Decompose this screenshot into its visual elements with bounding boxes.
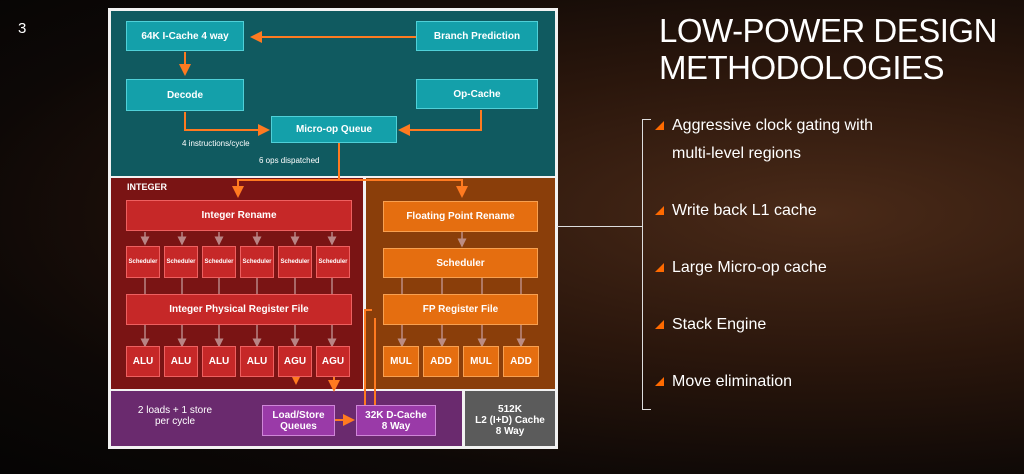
bullet-text: Large Micro-op cache [672, 259, 827, 276]
slide-title: LOW-POWER DESIGN METHODOLOGIES [659, 12, 997, 86]
bullet-triangle-icon [655, 377, 664, 386]
decode-block: Decode [126, 79, 244, 111]
op-cache-block: Op-Cache [416, 79, 538, 109]
core-block-diagram: 64K I-Cache 4 way Branch Prediction Deco… [108, 8, 558, 449]
bullet-text: Stack Engine [672, 316, 767, 333]
bullet-text: Move elimination [672, 373, 793, 390]
integer-scheduler-1: Scheduler [126, 246, 160, 278]
diagram-arrows [140, 31, 526, 426]
bullet-move-elimination: Move elimination [655, 368, 792, 396]
integer-scheduler-2: Scheduler [164, 246, 198, 278]
l2-region [465, 391, 555, 446]
l2-cache-block: 512K L2 (I+D) Cache 8 Way [465, 400, 555, 440]
dcache-line2: 8 Way [381, 420, 411, 432]
fp-add-unit-1: ADD [423, 346, 459, 377]
loads-stores-note-line2: per cycle [154, 416, 195, 427]
l2-line3: 8 Way [495, 425, 525, 437]
fp-add-unit-2: ADD [503, 346, 539, 377]
bullet-triangle-icon [655, 263, 664, 272]
arrow-uopq-to-integer [232, 142, 340, 198]
arrow-decode-to-uopq [184, 112, 270, 136]
loads-stores-note-line1: 2 loads + 1 store [137, 405, 213, 416]
fp-rename-block: Floating Point Rename [383, 201, 538, 232]
agu-unit-2: AGU [316, 346, 350, 377]
instructions-per-cycle-note: 4 instructions/cycle [182, 139, 250, 148]
l2-line2: L2 (I+D) Cache [475, 414, 545, 426]
fp-mul-unit-2: MUL [463, 346, 499, 377]
alu-unit-4: ALU [240, 346, 274, 377]
fp-register-file-block: FP Register File [383, 294, 538, 325]
l2-line1: 512K [498, 403, 522, 415]
load-store-queues-block: Load/Store Queues [262, 405, 335, 436]
micro-op-queue-block: Micro-op Queue [271, 116, 397, 143]
bracket-connector [557, 226, 643, 227]
integer-label: INTEGER [127, 182, 168, 192]
integer-scheduler-5: Scheduler [278, 246, 312, 278]
bullet-bracket [642, 119, 651, 410]
arrow-opcache-to-uopq [398, 110, 482, 136]
agu-unit-1: AGU [278, 346, 312, 377]
bullet-triangle-icon [655, 121, 664, 130]
bullet-clock-gating: Aggressive clock gating with multi-level… [655, 112, 873, 168]
loads-stores-note: 2 loads + 1 store per cycle [130, 405, 220, 427]
d-cache-block: 32K D-Cache 8 Way [356, 405, 436, 436]
fp-scheduler-block: Scheduler [383, 248, 538, 278]
bullet-stack-engine: Stack Engine [655, 311, 766, 339]
branch-prediction-block: Branch Prediction [416, 21, 538, 51]
bullet-text: Write back L1 cache [672, 202, 817, 219]
slide-title-line2: METHODOLOGIES [659, 49, 945, 86]
lsq-line2: Queues [280, 420, 317, 432]
integer-register-file-block: Integer Physical Register File [126, 294, 352, 325]
alu-unit-3: ALU [202, 346, 236, 377]
bullet-text: Aggressive clock gating with [672, 117, 873, 134]
integer-scheduler-6: Scheduler [316, 246, 350, 278]
bullet-triangle-icon [655, 320, 664, 329]
alu-unit-2: ALU [164, 346, 198, 377]
integer-scheduler-4: Scheduler [240, 246, 274, 278]
integer-scheduler-3: Scheduler [202, 246, 236, 278]
bullet-micro-op-cache: Large Micro-op cache [655, 254, 827, 282]
fp-mul-unit-1: MUL [383, 346, 419, 377]
lsq-line1: Load/Store [272, 409, 325, 421]
bullet-triangle-icon [655, 206, 664, 215]
dcache-line1: 32K D-Cache [365, 409, 427, 421]
bullet-text-line2: multi-level regions [672, 145, 801, 162]
integer-rename-block: Integer Rename [126, 200, 352, 231]
slide-number: 3 [18, 20, 27, 37]
bullet-write-back: Write back L1 cache [655, 197, 817, 225]
icache-block: 64K I-Cache 4 way [126, 21, 244, 51]
alu-unit-1: ALU [126, 346, 160, 377]
ops-dispatched-note: 6 ops dispatched [259, 156, 320, 165]
slide-title-line1: LOW-POWER DESIGN [659, 12, 997, 49]
